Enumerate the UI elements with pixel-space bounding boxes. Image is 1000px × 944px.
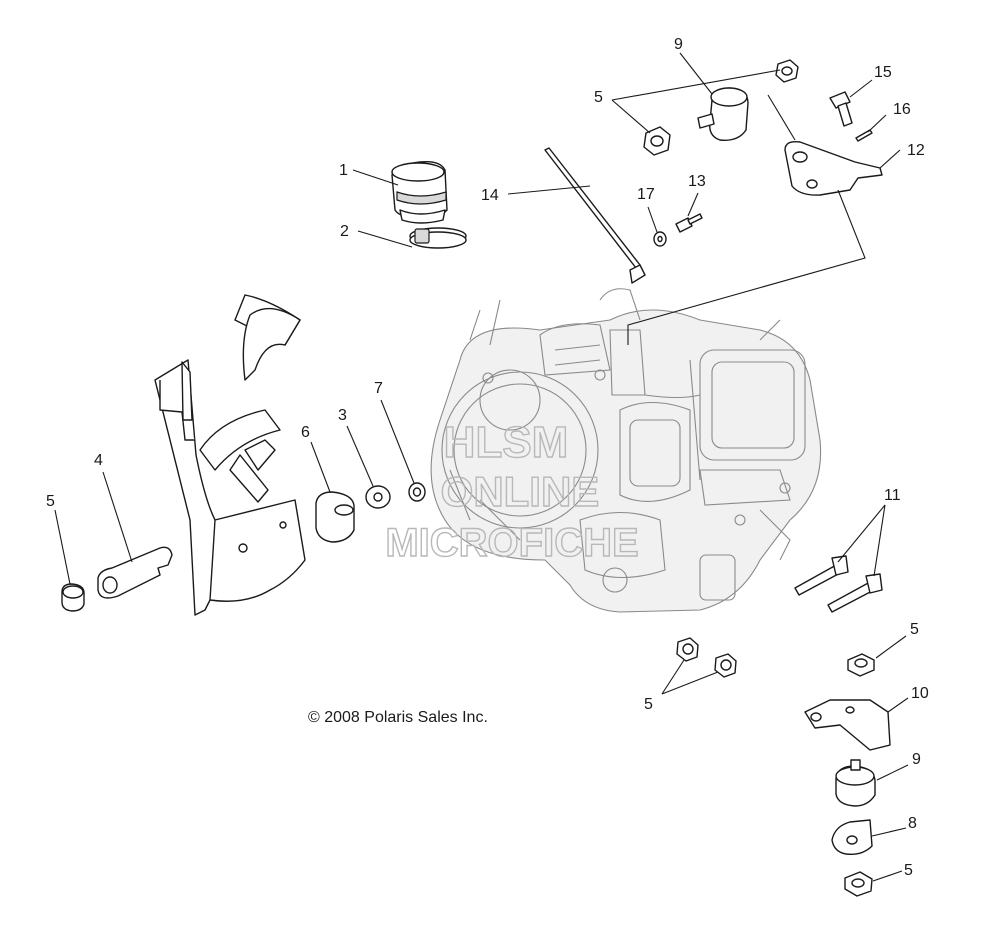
callout-1: 1: [339, 162, 348, 179]
callout-10: 10: [911, 685, 929, 702]
callout-labels: 1 2 3 4 5 5 5 5 5 6 7 8 9 9 10 11 12 13 …: [46, 36, 929, 879]
engine-assembly: [430, 288, 822, 613]
part-14-rod: [544, 147, 646, 284]
part-5-nut-top: [643, 126, 671, 156]
part-10-bracket: [804, 699, 891, 751]
part-15-bolt: [829, 91, 853, 127]
callout-7: 7: [374, 380, 383, 397]
callout-9-top: 9: [674, 36, 683, 53]
callout-3: 3: [338, 407, 347, 424]
part-4-plate: [97, 546, 173, 599]
watermark: HLSM ONLINE MICROFICHE: [385, 417, 640, 565]
callout-5-top: 5: [594, 89, 603, 106]
callout-9-bottom: 9: [912, 751, 921, 768]
copyright-notice: © 2008 Polaris Sales Inc.: [308, 709, 488, 726]
part-5-nut-mid-a: [676, 637, 699, 662]
leader-lines: [54, 52, 909, 882]
part-17-washer: [653, 231, 667, 247]
callout-17: 17: [637, 186, 655, 203]
part-3-washer: [365, 485, 391, 509]
part-7-washer: [408, 482, 426, 502]
watermark-line-1: HLSM: [444, 418, 569, 467]
callout-5-mid: 5: [644, 696, 653, 713]
part-1-coupler-boot: [391, 160, 448, 224]
callout-4: 4: [94, 452, 103, 469]
callout-2: 2: [340, 223, 349, 240]
part-5-nut-mid-b: [714, 653, 737, 678]
part-5-nut-left: [61, 583, 85, 612]
callout-15: 15: [874, 64, 892, 81]
callout-14: 14: [481, 187, 499, 204]
callout-5-left: 5: [46, 493, 55, 510]
part-2-hose-clamp: [409, 227, 467, 249]
part-16-cotter-pin: [855, 129, 873, 142]
part-12-bracket: [784, 140, 883, 196]
callout-11: 11: [884, 487, 901, 504]
callout-8: 8: [908, 815, 917, 832]
part-6-rubber-mount: [315, 491, 355, 543]
part-5-nut-right: [847, 653, 875, 677]
callout-5-bottom: 5: [904, 862, 913, 879]
callout-12: 12: [907, 142, 925, 159]
part-9-rubber-mount-top: [697, 87, 749, 141]
part-9-rubber-mount-bottom: [835, 759, 876, 807]
part-13-bolt: [675, 213, 703, 233]
part-5-nut-bottom: [844, 871, 873, 897]
callout-13: 13: [688, 173, 706, 190]
callout-16: 16: [893, 101, 911, 118]
part-11-bolts: [794, 555, 883, 613]
watermark-line-3: MICROFICHE: [385, 521, 638, 565]
part-8-plate: [831, 819, 873, 856]
watermark-line-2: ONLINE: [441, 468, 600, 515]
frame-section: [154, 294, 306, 616]
part-5-nut-top-right: [775, 59, 799, 83]
callout-6: 6: [301, 424, 310, 441]
callout-5-right: 5: [910, 621, 919, 638]
